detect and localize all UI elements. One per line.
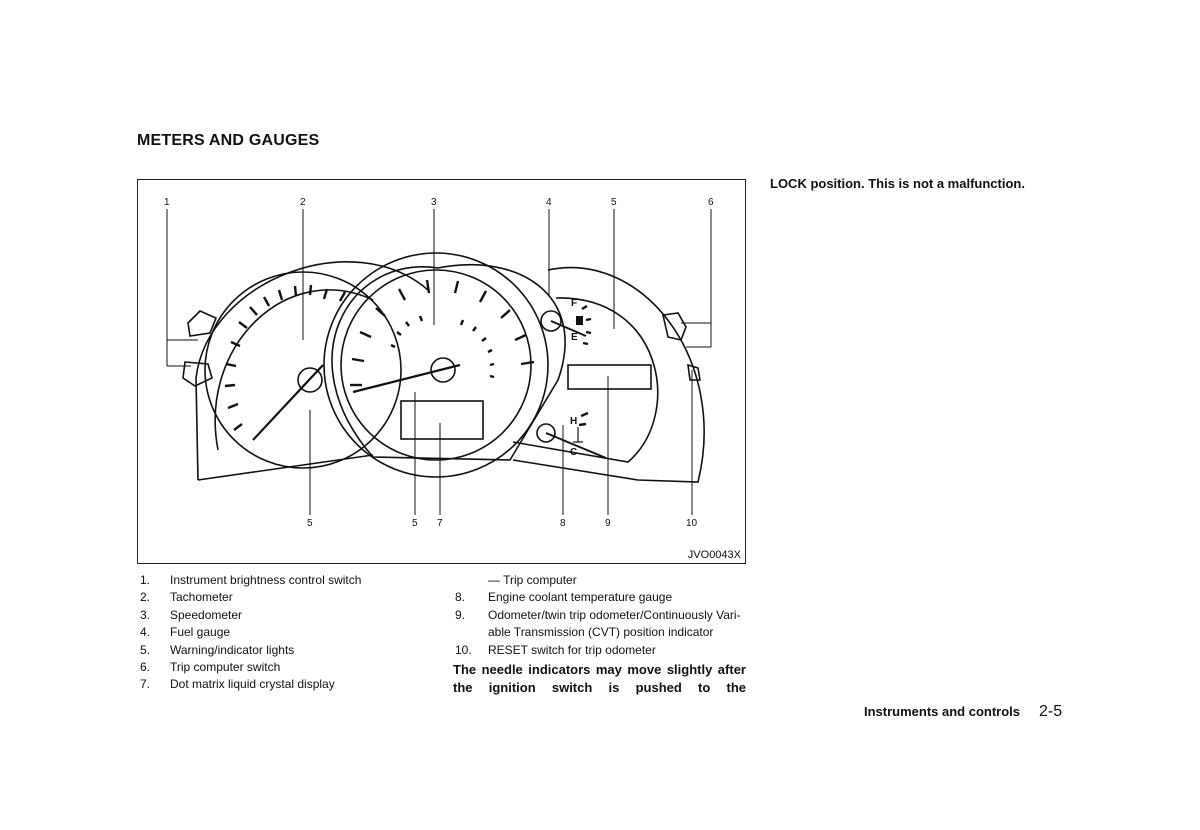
left-bezel-outline xyxy=(195,261,429,481)
list-item: — Trip computer xyxy=(488,573,577,587)
list-item: 1.Instrument brightness control switch xyxy=(140,573,362,587)
left-legend-list: 1.Instrument brightness control switch 2… xyxy=(140,572,440,694)
fuel-empty-label: E xyxy=(571,332,578,343)
center-lcd-display xyxy=(400,400,484,440)
right-legend-list: — Trip computer 8.Engine coolant tempera… xyxy=(455,572,747,659)
list-item: 2.Tachometer xyxy=(140,590,233,605)
speedometer-hub xyxy=(430,357,456,383)
list-item: 7.Dot matrix liquid crystal display xyxy=(140,677,335,692)
tachometer-hub xyxy=(297,367,323,393)
temp-gauge-pivot xyxy=(536,423,556,443)
fuel-gauge-needle xyxy=(550,320,587,337)
brightness-switch xyxy=(187,310,218,337)
list-item: 9.Odometer/twin trip odometer/Continuous… xyxy=(455,607,741,640)
list-item: 10.RESET switch for trip odometer xyxy=(455,642,656,657)
left-bezel-inner xyxy=(214,289,374,451)
reset-switch xyxy=(687,363,701,381)
temp-gauge-needle xyxy=(545,432,607,459)
temp-cold-label: C xyxy=(570,447,577,458)
list-item: 4.Fuel gauge xyxy=(140,625,231,640)
callout-2: 2 xyxy=(300,197,306,208)
callout-5-top: 5 xyxy=(611,197,617,208)
list-item: 6.Trip computer switch xyxy=(140,660,281,675)
list-item: 3.Speedometer xyxy=(140,607,243,622)
callout-3: 3 xyxy=(431,197,437,208)
callout-leaders xyxy=(166,209,712,515)
gauge-tick-marks xyxy=(224,279,592,431)
callout-6: 6 xyxy=(708,197,714,208)
tachometer-needle xyxy=(252,364,324,441)
speedometer-needle xyxy=(352,363,461,394)
list-item: 8.Engine coolant temperature gauge xyxy=(455,590,673,605)
page-number: 2-5 xyxy=(1039,703,1063,720)
right-bezel-outline xyxy=(512,266,705,483)
left-meter-bottom xyxy=(197,454,374,481)
callout-10: 10 xyxy=(686,518,698,529)
fuel-pump-icon xyxy=(576,316,583,325)
temp-hot-label: H xyxy=(570,416,577,427)
callout-9: 9 xyxy=(605,518,611,529)
fuel-full-label: F xyxy=(571,298,577,309)
right-bezel-inner xyxy=(512,297,659,463)
callout-4: 4 xyxy=(546,197,552,208)
needle-note: The needle indicators may move slightly … xyxy=(453,662,746,695)
footer-section-title: Instruments and controls xyxy=(864,704,1021,719)
trip-computer-switch xyxy=(662,312,687,341)
callout-8: 8 xyxy=(560,518,566,529)
speedometer-dial xyxy=(323,252,549,478)
section-title: METERS AND GAUGES xyxy=(137,132,320,149)
fuel-gauge-pivot xyxy=(540,310,562,332)
needle-note-continued: LOCK position. This is not a malfunction… xyxy=(770,176,1025,191)
callout-1: 1 xyxy=(164,197,170,208)
callout-5-left: 5 xyxy=(307,518,313,529)
list-item: 5.Warning/indicator lights xyxy=(140,642,295,657)
speedometer-inner xyxy=(340,269,532,461)
odometer-display xyxy=(567,364,652,390)
instrument-cluster-figure: F E H C 1 2 3 4 5 xyxy=(137,179,746,564)
figure-code: JVO0043X xyxy=(687,549,741,561)
callout-7: 7 xyxy=(437,518,443,529)
cluster-illustration: F E H C 1 2 3 4 5 xyxy=(164,197,714,529)
coolant-temp-icon xyxy=(573,427,583,443)
callout-5-center: 5 xyxy=(412,518,418,529)
brightness-switch-lower xyxy=(182,361,213,387)
